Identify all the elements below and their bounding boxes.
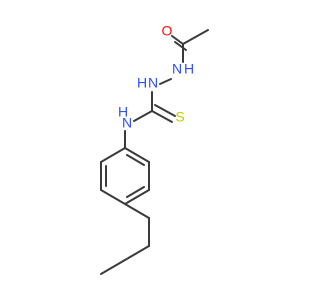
bond-butyl-1 bbox=[124, 203, 150, 219]
atom-nitrogen-2: N bbox=[148, 75, 158, 91]
atom-hydrogen-1: H bbox=[184, 61, 194, 77]
bond-ring-3 bbox=[124, 189, 150, 205]
bond-methyl-carbonyl bbox=[182, 29, 209, 45]
bonds bbox=[100, 29, 209, 275]
molecule-diagram: O N H H N N H S bbox=[100, 22, 209, 275]
bond-butyl-4 bbox=[100, 259, 126, 275]
bond-thioc-n3 bbox=[133, 110, 153, 122]
atom-nitrogen-1: N bbox=[172, 61, 182, 77]
bond-ring-inner-2 bbox=[126, 186, 145, 198]
atom-nitrogen-3: N bbox=[122, 115, 132, 131]
atom-sulfur: S bbox=[175, 109, 184, 125]
bond-butyl-3 bbox=[124, 245, 150, 261]
bond-ring-1 bbox=[124, 147, 150, 163]
bond-n1-n2 bbox=[159, 78, 172, 85]
bond-carbonyl-oxygen-2 bbox=[174, 41, 187, 51]
bond-carbonyl-oxygen-1 bbox=[171, 35, 184, 45]
structure-svg: O N H H N N H S bbox=[100, 23, 209, 275]
atom-hydrogen-2: H bbox=[137, 75, 147, 91]
bond-thioc-sulfur-2 bbox=[154, 104, 176, 117]
atom-hydrogen-3: H bbox=[118, 104, 128, 120]
bond-ring-6 bbox=[100, 147, 126, 163]
bond-thioc-sulfur-1 bbox=[151, 110, 173, 123]
bond-ring-inner-1 bbox=[126, 154, 145, 166]
bond-ring-4 bbox=[100, 189, 126, 205]
atom-oxygen: O bbox=[162, 23, 173, 39]
atom-labels: O N H H N N H S bbox=[118, 23, 194, 131]
